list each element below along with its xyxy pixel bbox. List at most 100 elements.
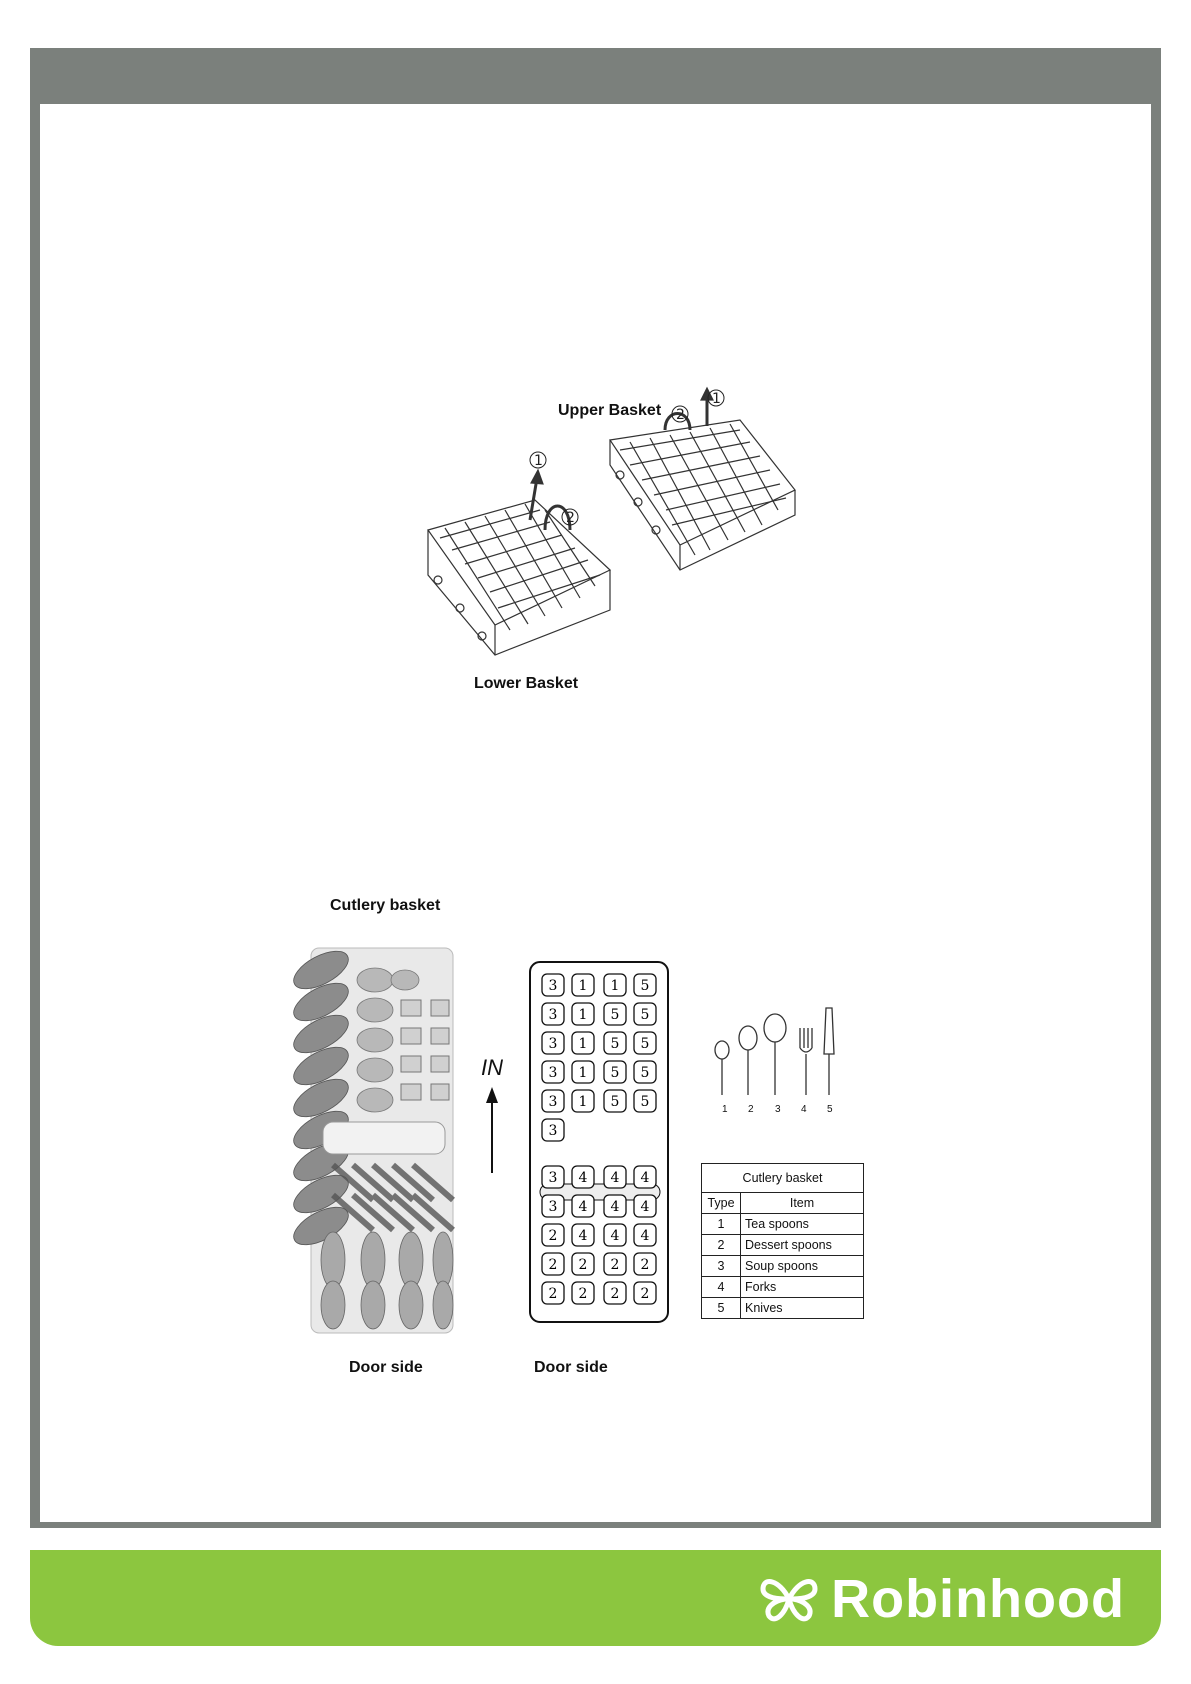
grid-cell: 3 [542, 974, 564, 996]
utensil-number: 3 [775, 1104, 781, 1115]
loaded-cutlery-basket-illustration [293, 940, 469, 1338]
grid-cell-number: 4 [641, 1199, 650, 1215]
legend-item: Knives [741, 1298, 864, 1319]
grid-cell: 1 [572, 1061, 594, 1083]
grid-cell: 2 [572, 1253, 594, 1275]
grid-cell-number: 5 [611, 1007, 620, 1023]
svg-text:1: 1 [712, 391, 721, 407]
grid-cell-number: 1 [579, 1065, 588, 1081]
grid-cell-number: 2 [579, 1257, 588, 1273]
legend-header-type: Type [702, 1193, 741, 1214]
grid-cell: 1 [572, 1032, 594, 1054]
lower-basket-label: Lower Basket [474, 675, 578, 693]
grid-cell-number: 5 [611, 1065, 620, 1081]
grid-cell-number: 3 [549, 1007, 558, 1023]
legend-item: Tea spoons [741, 1214, 864, 1235]
grid-cell-number: 4 [579, 1199, 588, 1215]
grid-cell-number: 2 [641, 1257, 650, 1273]
utensil-number: 2 [748, 1104, 754, 1115]
grid-cell: 4 [604, 1166, 626, 1188]
grid-cell-number: 3 [549, 1036, 558, 1052]
grid-cell: 5 [604, 1090, 626, 1112]
legend-item: Soup spoons [741, 1256, 864, 1277]
butterfly-icon [757, 1574, 821, 1624]
grid-cell: 4 [634, 1195, 656, 1217]
grid-cell: 3 [542, 1032, 564, 1054]
grid-cell: 4 [572, 1166, 594, 1188]
grid-cell: 4 [572, 1224, 594, 1246]
brand-name: Robinhood [831, 1568, 1125, 1630]
grid-cell: 3 [542, 1195, 564, 1217]
grid-cell: 2 [634, 1282, 656, 1304]
grid-cell: 2 [542, 1224, 564, 1246]
grid-cell-number: 5 [641, 1094, 650, 1110]
grid-cell: 3 [542, 1090, 564, 1112]
grid-cell: 2 [542, 1282, 564, 1304]
grid-cell-number: 2 [579, 1286, 588, 1302]
grid-cell: 5 [634, 1061, 656, 1083]
legend-type: 4 [702, 1277, 741, 1298]
grid-cell-number: 4 [579, 1170, 588, 1186]
grid-cell: 5 [634, 1090, 656, 1112]
svg-text:2: 2 [566, 510, 575, 526]
grid-cell-number: 2 [549, 1286, 558, 1302]
svg-text:1: 1 [534, 453, 543, 469]
grid-cell: 3 [542, 1119, 564, 1141]
legend-row: 4Forks [702, 1277, 864, 1298]
grid-cell-number: 4 [579, 1228, 588, 1244]
grid-cell: 2 [604, 1253, 626, 1275]
footer-bar: Robinhood [30, 1550, 1161, 1646]
grid-cell: 4 [604, 1195, 626, 1217]
grid-cell-number: 5 [611, 1036, 620, 1052]
grid-cell-number: 2 [549, 1228, 558, 1244]
grid-cell-number: 1 [579, 978, 588, 994]
grid-cell: 5 [604, 1061, 626, 1083]
utensil-number: 1 [722, 1104, 728, 1115]
grid-cell-number: 5 [641, 1007, 650, 1023]
legend-type: 3 [702, 1256, 741, 1277]
in-label: IN [481, 1055, 503, 1081]
grid-cell: 1 [604, 974, 626, 996]
grid-cell-number: 2 [641, 1286, 650, 1302]
grid-cell-number: 4 [641, 1228, 650, 1244]
grid-cell: 4 [634, 1166, 656, 1188]
grid-cell: 2 [572, 1282, 594, 1304]
grid-cell-number: 5 [641, 1036, 650, 1052]
cutlery-basket-title: Cutlery basket [330, 897, 440, 915]
grid-cell-number: 1 [579, 1007, 588, 1023]
utensil-number: 4 [801, 1104, 807, 1115]
grid-cell-number: 4 [611, 1170, 620, 1186]
grid-cell-number: 5 [611, 1094, 620, 1110]
grid-cell: 5 [634, 1003, 656, 1025]
brand-logo: Robinhood [757, 1568, 1125, 1630]
grid-cell-number: 3 [549, 1199, 558, 1215]
grid-cell: 1 [572, 1003, 594, 1025]
grid-cell: 5 [634, 974, 656, 996]
grid-cell: 1 [572, 1090, 594, 1112]
grid-cell: 3 [542, 1003, 564, 1025]
grid-cell-number: 2 [611, 1286, 620, 1302]
utensil-number: 5 [827, 1104, 833, 1115]
grid-cell: 5 [604, 1003, 626, 1025]
grid-cell-number: 3 [549, 1065, 558, 1081]
grid-cell: 5 [634, 1032, 656, 1054]
grid-cell-number: 4 [611, 1228, 620, 1244]
grid-cell-number: 4 [611, 1199, 620, 1215]
legend-caption: Cutlery basket [702, 1164, 864, 1193]
grid-cell-number: 5 [641, 1065, 650, 1081]
door-side-label-right: Door side [534, 1359, 608, 1377]
legend-header-item: Item [741, 1193, 864, 1214]
grid-cell: 2 [542, 1253, 564, 1275]
grid-cell-number: 3 [549, 1094, 558, 1110]
door-side-label-left: Door side [349, 1359, 423, 1377]
cutlery-layout-grid: 3115315531553155315533444344424442222222… [528, 960, 678, 1325]
grid-cell: 5 [604, 1032, 626, 1054]
grid-cell: 2 [604, 1282, 626, 1304]
grid-cell-number: 4 [641, 1170, 650, 1186]
svg-text:2: 2 [676, 407, 685, 423]
grid-cell: 4 [572, 1195, 594, 1217]
